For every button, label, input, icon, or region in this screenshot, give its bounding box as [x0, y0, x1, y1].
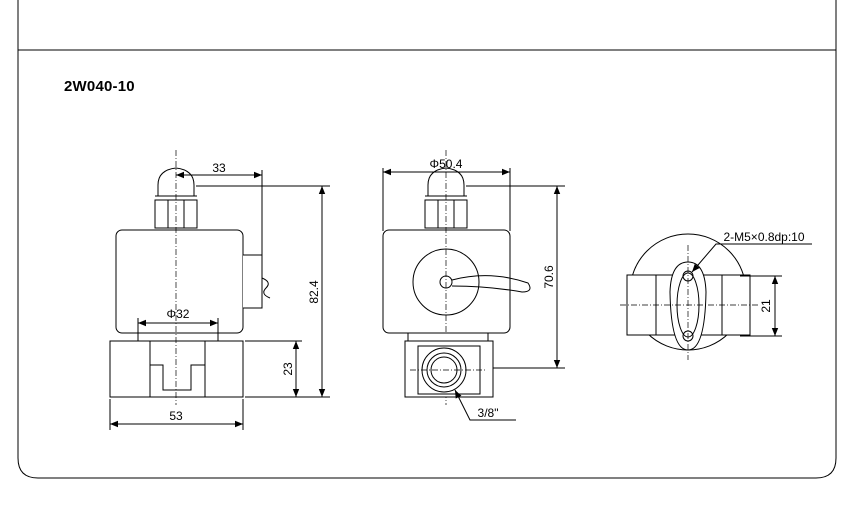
side-valve-body	[109, 340, 244, 398]
front-valve-body	[404, 340, 494, 398]
dim-side-body-height: 23	[281, 362, 295, 376]
model-title: 2W040-10	[64, 78, 135, 95]
bottom-view: 2-M5×0.8dp:10 21	[620, 230, 812, 360]
dim-side-body-width: 53	[169, 409, 183, 423]
dim-side-coil-offset: 33	[212, 161, 226, 175]
dim-front-port-thread: 3/8"	[478, 406, 499, 420]
dim-bottom-mount-thread: 2-M5×0.8dp:10	[723, 230, 804, 244]
dim-front-coil-diameter: Φ50.4	[430, 157, 463, 171]
dim-side-bore: Φ32	[167, 307, 190, 321]
front-view: Φ50.4 70.6 3/8"	[382, 150, 565, 421]
sheet-frame	[17, 0, 837, 479]
side-view: 33 82.4 Φ32 23 53	[109, 150, 330, 430]
side-lead-box	[243, 254, 263, 309]
dim-front-total-height: 70.6	[542, 265, 556, 289]
dim-bottom-mount-spacing: 21	[759, 299, 773, 313]
dim-side-total-height: 82.4	[307, 280, 321, 304]
